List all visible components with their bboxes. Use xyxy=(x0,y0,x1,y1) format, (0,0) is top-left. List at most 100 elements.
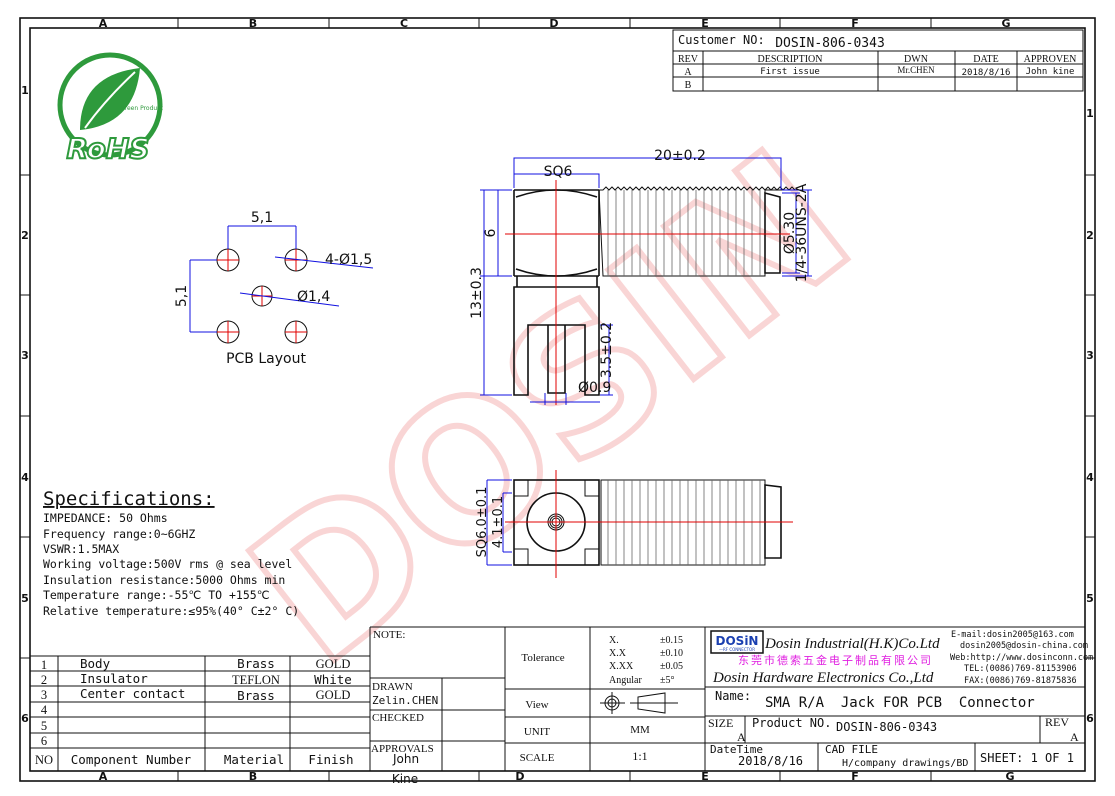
company-tel: TEL:(0086)769-81153906 xyxy=(964,664,1077,674)
company-email-2: dosin2005@dosin-china.com xyxy=(960,641,1088,651)
product-no: DOSIN-806-0343 xyxy=(836,720,937,734)
col-label: D xyxy=(515,770,524,783)
pcb-layout-title: PCB Layout xyxy=(226,351,306,367)
tolerance-value: ±0.05 xyxy=(660,661,683,672)
spec-line: VSWR:1.5MAX xyxy=(43,542,119,556)
outer-frame xyxy=(19,17,1096,782)
unit-value: MM xyxy=(630,724,650,736)
bom-no: 3 xyxy=(41,688,47,702)
company-name-cn: 东莞市德索五金电子制品有限公司 xyxy=(738,653,933,667)
height-13-dim: 13±0.3 xyxy=(469,267,485,319)
spec-line: Insulation resistance:5000 Ohms min xyxy=(43,573,285,587)
row-label: 2 xyxy=(1086,229,1094,242)
row-label: 6 xyxy=(21,712,29,725)
dwn-cell: Mr.CHEN xyxy=(897,65,935,75)
tolerance-block: Tolerance X. ±0.15 X.X ±0.10 X.XX ±0.05 … xyxy=(520,635,683,764)
row-label: 2 xyxy=(21,229,29,242)
company-web: Web:http://www.dosinconn.com xyxy=(950,653,1093,663)
bom-finish: GOLD xyxy=(316,688,351,702)
rev-header: REV xyxy=(678,54,699,65)
col-label: F xyxy=(851,17,859,30)
bottom-inner-dim: 4.1±0.1 xyxy=(491,496,506,548)
bom-header-finish: Finish xyxy=(308,752,353,767)
company-fax: FAX:(0086)769-81875836 xyxy=(964,676,1077,686)
description-header: DESCRIPTION xyxy=(757,54,822,65)
pin-length-dim: 3.5±0.2 xyxy=(599,322,615,378)
inner-frame xyxy=(29,27,1086,772)
row-label: 5 xyxy=(21,592,29,605)
bom-header-component: Component Number xyxy=(71,752,192,767)
approven-header: APPROVEN xyxy=(1024,54,1077,65)
dosin-logo-text: DOSiN xyxy=(716,634,759,648)
grid-labels: A B C D E F G A B D E F G 1 2 3 4 5 6 1 … xyxy=(21,17,1094,783)
description-cell: First issue xyxy=(760,67,820,77)
leaf-icon xyxy=(80,68,140,130)
bom-finish: White xyxy=(314,672,352,687)
note-label: NOTE: xyxy=(373,629,405,641)
col-label: D xyxy=(549,17,558,30)
spec-line: Frequency range:0~6GHZ xyxy=(43,527,195,541)
tolerance-label: Tolerance xyxy=(521,652,564,664)
rohs-ring-text: Green Product xyxy=(120,105,164,112)
bom-header-material: Material xyxy=(224,752,284,767)
side-view: 20±0.2 SQ6 6 13±0.3 3.5±0.2 Ø0.9 Ø5.30 1… xyxy=(469,148,812,405)
pcb-holes-label: 4-Ø1,5 xyxy=(325,252,372,268)
scale-value: 1:1 xyxy=(632,749,647,763)
thread-outline xyxy=(598,186,797,277)
dosin-logo-sub: —RF CONNECTOR xyxy=(719,647,755,652)
bom-material: Brass xyxy=(237,688,275,703)
drawn-label: DRAWN xyxy=(372,681,413,693)
thread-diameter-dim: Ø5.30 xyxy=(782,212,798,254)
bom-material: TEFLON xyxy=(232,673,280,687)
name-label: Name: xyxy=(715,689,751,703)
bottom-sq-dim: SQ6.0±0.1 xyxy=(475,487,490,558)
company-block: DOSiN —RF CONNECTOR Dosin Industrial(H.K… xyxy=(708,630,1093,769)
bom-no: 1 xyxy=(41,658,47,672)
row-label: 3 xyxy=(21,349,29,362)
drawn-by: Zelin.CHEN xyxy=(372,694,438,707)
row-label: 1 xyxy=(21,84,29,97)
col-label: C xyxy=(400,17,408,30)
tolerance-key: X.X xyxy=(609,648,627,659)
company-name-hk: Dosin Industrial(H.K)Co.Ltd xyxy=(764,636,940,652)
col-label: B xyxy=(249,770,257,783)
specs-title: Specifications: xyxy=(43,488,215,510)
pcb-dim-vertical: 5,1 xyxy=(174,285,190,307)
spec-line: Temperature range:-55℃ TO +155℃ xyxy=(43,588,270,602)
product-no-label: Product NO. xyxy=(752,716,831,730)
row-label: 6 xyxy=(1086,712,1094,725)
title-block-grid xyxy=(30,626,1085,771)
approver-name-2: Kine xyxy=(392,772,418,786)
thread-spec-dim: 1/4-36UNS-2A xyxy=(794,183,810,282)
col-label: A xyxy=(99,17,108,30)
bom-component: Body xyxy=(80,656,111,671)
scale-label: SCALE xyxy=(520,752,555,764)
col-label: G xyxy=(1001,17,1010,30)
size-label: SIZE xyxy=(708,716,733,730)
bom-no: 4 xyxy=(41,703,48,717)
grid-ticks xyxy=(20,18,1095,781)
cad-file-path: H/company drawings/BD xyxy=(842,758,968,769)
spec-line: Working voltage:500V rms @ sea level xyxy=(43,557,292,571)
overall-length-dim: 20±0.2 xyxy=(654,148,706,164)
bom-header-no: NO xyxy=(35,753,53,767)
company-email: E-mail:dosin2005@163.com xyxy=(951,630,1074,640)
col-label: F xyxy=(851,770,859,783)
customer-label: Customer NO: xyxy=(678,33,765,47)
bom-component: Center contact xyxy=(80,686,185,701)
cad-file-label: CAD FILE xyxy=(825,743,878,756)
row-label: 4 xyxy=(1086,471,1094,484)
col-label: A xyxy=(99,770,108,783)
unit-label: UNIT xyxy=(524,726,551,738)
specifications: Specifications: IMPEDANCE: 50 Ohms Frequ… xyxy=(43,488,299,618)
size-value: A xyxy=(737,730,746,744)
product-name: SMA R/A Jack FOR PCB Connector xyxy=(765,695,1035,711)
spec-line: IMPEDANCE: 50 Ohms xyxy=(43,511,168,525)
bom-material: Brass xyxy=(237,656,275,671)
tolerance-value: ±0.10 xyxy=(660,648,683,659)
rev-cell: A xyxy=(684,67,692,78)
bom-no: 5 xyxy=(41,719,47,733)
customer-no: DOSIN-806-0343 xyxy=(775,36,885,51)
bom-component: Insulator xyxy=(80,671,148,686)
